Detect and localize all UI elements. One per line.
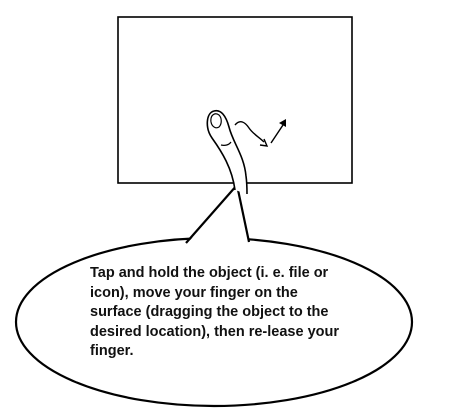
instruction-text: Tap and hold the object (i. e. file or i… [90, 264, 340, 362]
